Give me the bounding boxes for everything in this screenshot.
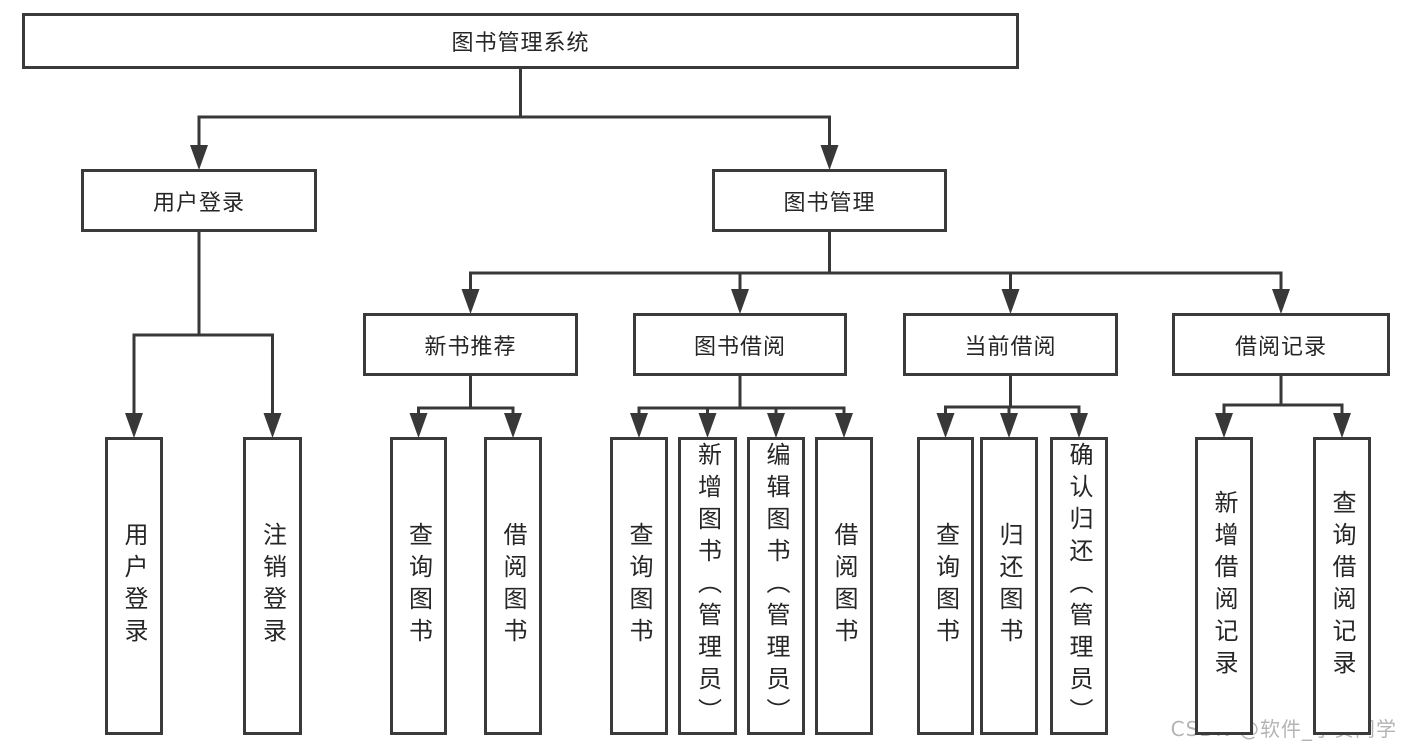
arrowhead-icon bbox=[1000, 413, 1018, 438]
tree-node-label-current-borrow: 当前借阅 bbox=[964, 334, 1057, 360]
tree-node-leaf-bb-edit: 编辑图书（管理员） bbox=[747, 437, 805, 735]
tree-node-leaf-br-add: 新增借阅记录 bbox=[1195, 437, 1253, 735]
tree-node-current-borrow: 当前借阅 bbox=[903, 313, 1118, 376]
tree-node-book-borrow: 图书借阅 bbox=[633, 313, 847, 376]
arrowhead-icon bbox=[820, 145, 839, 170]
tree-node-label-leaf-br-query: 查询借阅记录 bbox=[1328, 490, 1356, 682]
arrowhead-icon bbox=[1272, 289, 1290, 314]
tree-node-label-leaf-bb-query: 查询图书 bbox=[625, 522, 653, 650]
tree-node-leaf-bb-borrow: 借阅图书 bbox=[815, 437, 873, 735]
tree-node-leaf-nb-query: 查询图书 bbox=[390, 437, 447, 735]
arrowhead-icon bbox=[936, 413, 955, 438]
tree-node-label-leaf-bb-add: 新增图书（管理员） bbox=[693, 442, 722, 730]
tree-node-label-user-login: 用户登录 bbox=[152, 190, 245, 216]
arrowhead-icon bbox=[504, 413, 522, 438]
tree-node-label-new-book-recommend: 新书推荐 bbox=[424, 334, 517, 360]
arrowhead-icon bbox=[630, 413, 648, 438]
tree-node-leaf-bb-query: 查询图书 bbox=[610, 437, 668, 735]
arrowhead-icon bbox=[409, 413, 428, 438]
tree-node-label-root: 图书管理系统 bbox=[451, 31, 590, 56]
arrowhead-icon bbox=[731, 289, 749, 314]
tree-node-label-leaf-cb-return: 归还图书 bbox=[995, 522, 1023, 650]
tree-node-leaf-br-query: 查询借阅记录 bbox=[1313, 437, 1371, 735]
tree-node-label-leaf-nb-query: 查询图书 bbox=[404, 522, 433, 650]
tree-node-label-leaf-bb-edit: 编辑图书（管理员） bbox=[762, 442, 790, 730]
tree-node-leaf-nb-borrow: 借阅图书 bbox=[484, 437, 542, 735]
arrowhead-icon bbox=[698, 413, 717, 438]
tree-node-label-leaf-logout: 注销登录 bbox=[258, 522, 287, 650]
tree-node-label-book-borrow: 图书借阅 bbox=[693, 334, 786, 360]
tree-node-root: 图书管理系统 bbox=[22, 13, 1019, 69]
tree-node-book-management: 图书管理 bbox=[712, 169, 947, 232]
tree-node-leaf-user-login: 用户登录 bbox=[105, 437, 163, 735]
arrowhead-icon bbox=[767, 413, 785, 438]
tree-node-user-login: 用户登录 bbox=[81, 169, 317, 232]
tree-node-label-borrow-records: 借阅记录 bbox=[1234, 334, 1327, 360]
arrowhead-icon bbox=[461, 289, 480, 314]
arrowhead-icon bbox=[1333, 413, 1351, 438]
arrowhead-icon bbox=[835, 413, 853, 438]
arrowhead-icon bbox=[263, 413, 282, 438]
tree-node-leaf-bb-add: 新增图书（管理员） bbox=[678, 437, 737, 735]
arrowhead-icon bbox=[1215, 413, 1233, 438]
tree-node-label-book-management: 图书管理 bbox=[783, 190, 876, 216]
arrowhead-icon bbox=[1070, 413, 1088, 438]
tree-node-leaf-cb-return: 归还图书 bbox=[980, 437, 1038, 735]
tree-node-borrow-records: 借阅记录 bbox=[1172, 313, 1390, 376]
tree-node-label-leaf-cb-confirm: 确认归还（管理员） bbox=[1065, 442, 1093, 730]
tree-node-label-leaf-user-login: 用户登录 bbox=[120, 522, 148, 650]
tree-node-label-leaf-bb-borrow: 借阅图书 bbox=[830, 522, 858, 650]
tree-node-leaf-logout: 注销登录 bbox=[243, 437, 302, 735]
arrowhead-icon bbox=[125, 413, 143, 438]
tree-node-label-leaf-cb-query: 查询图书 bbox=[931, 522, 960, 650]
arrowhead-icon bbox=[1001, 289, 1020, 314]
arrowhead-icon bbox=[190, 145, 208, 170]
tree-node-leaf-cb-query: 查询图书 bbox=[917, 437, 974, 735]
tree-node-label-leaf-nb-borrow: 借阅图书 bbox=[499, 522, 527, 650]
tree-node-new-book-recommend: 新书推荐 bbox=[363, 313, 578, 376]
tree-node-label-leaf-br-add: 新增借阅记录 bbox=[1210, 490, 1238, 682]
tree-node-leaf-cb-confirm: 确认归还（管理员） bbox=[1050, 437, 1108, 735]
